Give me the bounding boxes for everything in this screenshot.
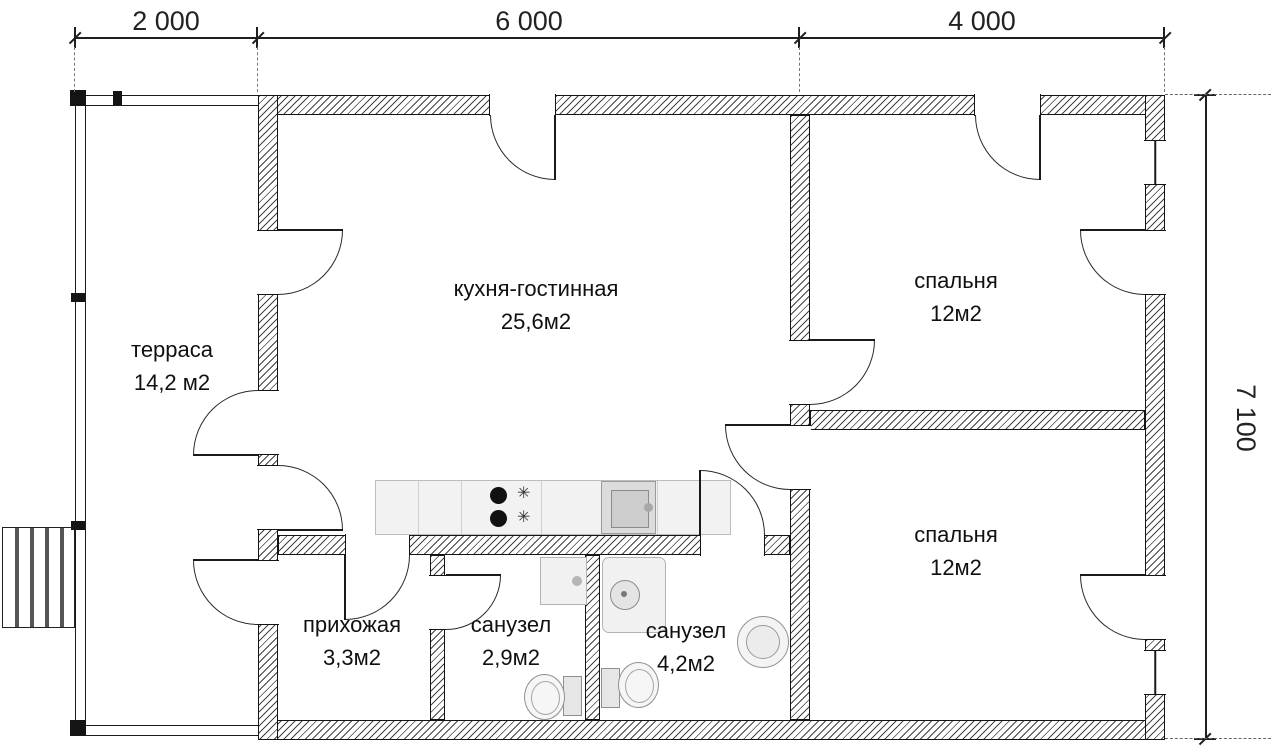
door-opening-bath-large xyxy=(700,534,765,556)
terrace-post xyxy=(113,91,122,105)
door-leaf xyxy=(725,424,790,426)
door-leaf xyxy=(810,339,875,341)
room-name: терраса xyxy=(130,337,213,362)
room-label-hallway: прихожая 3,3м2 xyxy=(272,608,432,672)
entrance-stairs xyxy=(2,527,75,628)
room-area: 12м2 xyxy=(930,555,982,580)
door-opening-bedroom-north xyxy=(974,94,1041,116)
kitchen-counter xyxy=(375,480,731,535)
extension-line xyxy=(74,47,75,92)
terrace-wall-left xyxy=(75,95,86,736)
toilet-bowl xyxy=(618,662,659,708)
kitchen-sink xyxy=(601,481,656,534)
wall-between-bedrooms xyxy=(810,410,1145,430)
door-leaf xyxy=(553,115,556,180)
door-opening-bath-small xyxy=(429,575,446,630)
room-area: 25,6м2 xyxy=(500,309,572,334)
door-opening-hallway xyxy=(345,534,410,556)
room-name: кухня-гостинная xyxy=(453,276,619,301)
door-arc xyxy=(278,465,343,530)
room-area: 12м2 xyxy=(930,301,982,326)
door-opening-bedroom-bottom xyxy=(789,425,811,490)
washbasin xyxy=(737,616,789,668)
door-leaf xyxy=(1080,574,1145,576)
room-name: спальня xyxy=(914,522,998,547)
dimension-line-right xyxy=(1205,95,1207,740)
dimension-label-7100: 7 100 xyxy=(1231,384,1261,452)
door-leaf xyxy=(278,229,343,231)
dimension-label-2000: 2 000 xyxy=(132,6,200,36)
terrace-post xyxy=(71,293,85,302)
room-area: 3,3м2 xyxy=(323,645,381,670)
door-opening-bedroom-top xyxy=(789,340,811,405)
door-leaf xyxy=(699,470,701,535)
door-arc xyxy=(193,390,258,455)
door-opening-terrace-kitchen-1 xyxy=(257,230,279,295)
dimension-label-4000: 4 000 xyxy=(948,6,1016,36)
shower-tray xyxy=(602,557,666,633)
door-arc xyxy=(810,340,875,405)
door-opening-terrace-kitchen-2 xyxy=(257,465,279,530)
room-label-bedroom-bottom: спальня 12м2 xyxy=(876,518,1036,582)
door-leaf xyxy=(446,574,501,576)
exterior-wall-right xyxy=(1145,95,1165,740)
door-opening-kitchen-north xyxy=(489,94,556,116)
extension-line xyxy=(257,47,258,92)
door-arc xyxy=(975,115,1040,180)
terrace-post xyxy=(70,90,86,106)
door-opening-terrace-2 xyxy=(257,390,279,455)
door-leaf xyxy=(193,453,258,456)
door-arc xyxy=(278,230,343,295)
door-opening-bedroom-bottom-east xyxy=(1144,575,1166,640)
burner-flame-icon: ✳ xyxy=(517,485,531,502)
extension-line xyxy=(1164,47,1165,92)
room-label-bath-small: санузел 2,9м2 xyxy=(431,608,591,672)
extension-line xyxy=(1165,94,1271,95)
door-leaf xyxy=(1038,115,1041,180)
burner-flame-icon: ✳ xyxy=(517,509,531,526)
dimension-line-top xyxy=(75,37,1165,39)
stove-burner xyxy=(490,487,507,504)
stove-burner xyxy=(490,510,507,527)
door-arc xyxy=(1080,230,1145,295)
door-arc xyxy=(490,115,555,180)
room-name: спальня xyxy=(914,268,998,293)
room-label-bedroom-top: спальня 12м2 xyxy=(876,264,1036,328)
room-area: 4,2м2 xyxy=(657,651,715,676)
room-name: санузел xyxy=(470,612,552,637)
door-leaf xyxy=(344,555,346,620)
room-label-kitchen-living: кухня-гостинная 25,6м2 xyxy=(396,272,676,336)
terrace-wall-top xyxy=(75,95,259,106)
wall-bath-bath xyxy=(585,555,600,720)
door-leaf xyxy=(278,528,343,531)
washing-machine xyxy=(540,557,587,605)
toilet-bowl xyxy=(524,674,565,720)
room-label-bath-large: санузел 4,2м2 xyxy=(606,614,766,678)
room-area: 2,9м2 xyxy=(482,645,540,670)
exterior-wall-bottom xyxy=(258,720,1165,740)
door-leaf xyxy=(1080,229,1145,231)
extension-line xyxy=(799,47,800,92)
door-leaf xyxy=(193,559,258,561)
window-bedroom-top xyxy=(1144,140,1166,185)
wall-kitchen-bedrooms xyxy=(790,115,810,720)
room-name: санузел xyxy=(645,618,727,643)
terrace-post xyxy=(71,521,85,530)
door-opening-bedroom-top-east xyxy=(1144,230,1166,295)
terrace-post xyxy=(70,720,86,736)
exterior-wall-top xyxy=(258,95,1165,115)
room-label-terrace: терраса 14,2 м2 xyxy=(82,333,262,397)
dimension-label-6000: 6 000 xyxy=(495,6,563,36)
door-arc xyxy=(193,560,258,625)
extension-line xyxy=(1165,738,1271,739)
room-area: 14,2 м2 xyxy=(133,370,211,395)
door-arc xyxy=(1080,575,1145,640)
door-opening-terrace-hallway xyxy=(257,560,279,625)
room-name: прихожая xyxy=(302,612,402,637)
window-bedroom-bottom xyxy=(1144,650,1166,695)
toilet-tank xyxy=(563,676,582,716)
terrace-wall-bottom xyxy=(75,725,259,736)
